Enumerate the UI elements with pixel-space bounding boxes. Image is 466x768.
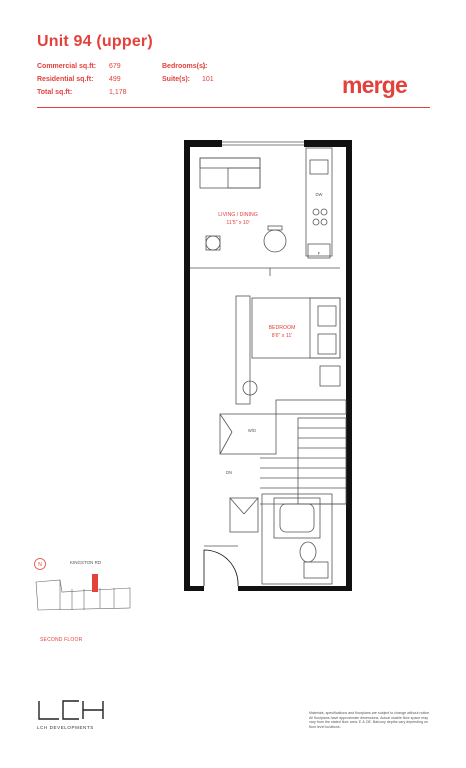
key-map: N KINGSTON RD: [34, 558, 131, 611]
sofa: [199, 157, 261, 189]
hall-closet: [229, 497, 259, 533]
spec-label: Suite(s):: [162, 76, 190, 83]
spec-row: Total sq.ft: 1,178: [37, 86, 127, 99]
right-wall: [346, 140, 352, 590]
north-arrow-icon: [34, 558, 46, 570]
floor-plan: LIVING / DINING 11'5" x 10' BEDROOM 8'6"…: [184, 140, 352, 591]
sink: [309, 159, 329, 175]
living-room-name: LIVING / DINING: [218, 212, 258, 218]
spec-label: Bedrooms(s):: [162, 63, 208, 70]
specs-left: Commercial sq.ft: 679 Residential sq.ft: 4…: [37, 60, 127, 99]
exterior-walls: [184, 140, 352, 591]
bedroom-name: BEDROOM: [269, 325, 296, 331]
top-wall-left: [184, 140, 222, 147]
bottom-wall-right: [238, 586, 352, 591]
laundry-closet: [219, 413, 277, 455]
header-divider: [37, 107, 430, 108]
nightstand: [319, 365, 341, 387]
living-room-dimensions: 11'5" x 10': [226, 220, 249, 226]
unit-title: Unit 94 (upper): [37, 33, 153, 50]
bathtub: [273, 497, 321, 539]
fridge-label: F: [318, 251, 321, 256]
building-outline: [35, 579, 131, 611]
street-label: KINGSTON RD: [70, 560, 102, 565]
dining-table: [263, 229, 287, 253]
spec-value: 1,178: [109, 89, 127, 96]
fridge: [307, 243, 331, 259]
spec-label: Residential sq.ft:: [37, 76, 94, 83]
vanity: [303, 561, 329, 579]
bottom-wall-left: [184, 586, 204, 591]
top-wall-right: [304, 140, 352, 147]
kitchen-counter: [305, 147, 333, 257]
stairs: [260, 417, 347, 505]
armchair: [205, 235, 221, 251]
window: [222, 141, 304, 146]
merge-logo: merge: [342, 72, 408, 98]
bed: [251, 297, 341, 359]
bathroom: [261, 493, 333, 585]
washer-dryer-label: W/D: [248, 428, 256, 433]
spec-value: 1: [202, 63, 206, 70]
closet: [235, 295, 251, 405]
bedroom-dimensions: 8'6" x 11': [272, 333, 292, 339]
entry-door: [203, 549, 239, 587]
spec-row: Residential sq.ft: 499: [37, 73, 127, 86]
developer-name: LCH DEVELOPMENTS: [37, 725, 94, 730]
unit-highlight: [92, 574, 98, 592]
north-label: N: [38, 562, 42, 568]
spec-row: Suite(s): 101: [162, 73, 214, 86]
spec-value: 679: [109, 63, 121, 70]
spec-row: Commercial sq.ft: 679: [37, 60, 127, 73]
floor-label: SECOND FLOOR: [40, 637, 83, 643]
specs-right: Bedrooms(s):1 Suite(s): 101: [162, 60, 214, 86]
toilet: [299, 541, 317, 563]
spec-value: 499: [109, 76, 121, 83]
stairs-down-label: DN: [226, 470, 232, 475]
left-wall: [184, 140, 190, 590]
spec-label: Total sq.ft:: [37, 89, 73, 96]
spec-value: 101: [202, 76, 214, 83]
lch-logo-icon: [38, 700, 104, 720]
dishwasher-label: DW: [316, 192, 323, 197]
spec-label: Commercial sq.ft:: [37, 63, 97, 70]
disclaimer-text: Materials, specifications and floorplans…: [309, 711, 431, 729]
spec-row: Bedrooms(s):1: [162, 60, 214, 73]
interior-lines: [190, 147, 347, 585]
